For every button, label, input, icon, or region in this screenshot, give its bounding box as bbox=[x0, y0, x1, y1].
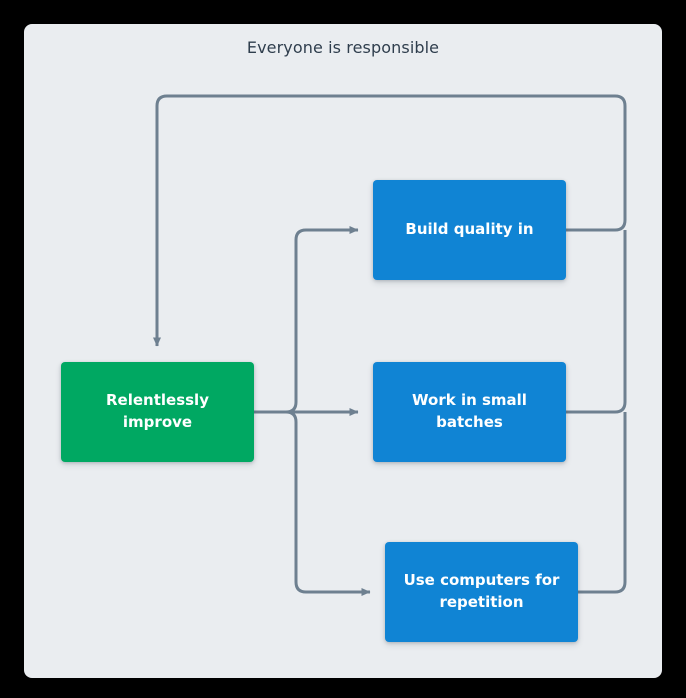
node-build-quality-in[interactable]: Build quality in bbox=[373, 180, 566, 280]
node-work-in-small-batches[interactable]: Work in small batches bbox=[373, 362, 566, 462]
edge-improve-to-computers bbox=[254, 410, 371, 596]
edge-batches-feedback bbox=[566, 230, 627, 414]
edge-improve-to-quality bbox=[254, 226, 359, 414]
edge-computers-feedback bbox=[578, 412, 627, 594]
node-use-computers-for-repetition[interactable]: Use computers for repetition bbox=[385, 542, 578, 642]
node-relentlessly-improve[interactable]: Relentlessly improve bbox=[61, 362, 254, 462]
diagram-panel: Everyone is responsible Relentlessly imp… bbox=[24, 24, 662, 678]
diagram-title: Everyone is responsible bbox=[246, 38, 440, 57]
